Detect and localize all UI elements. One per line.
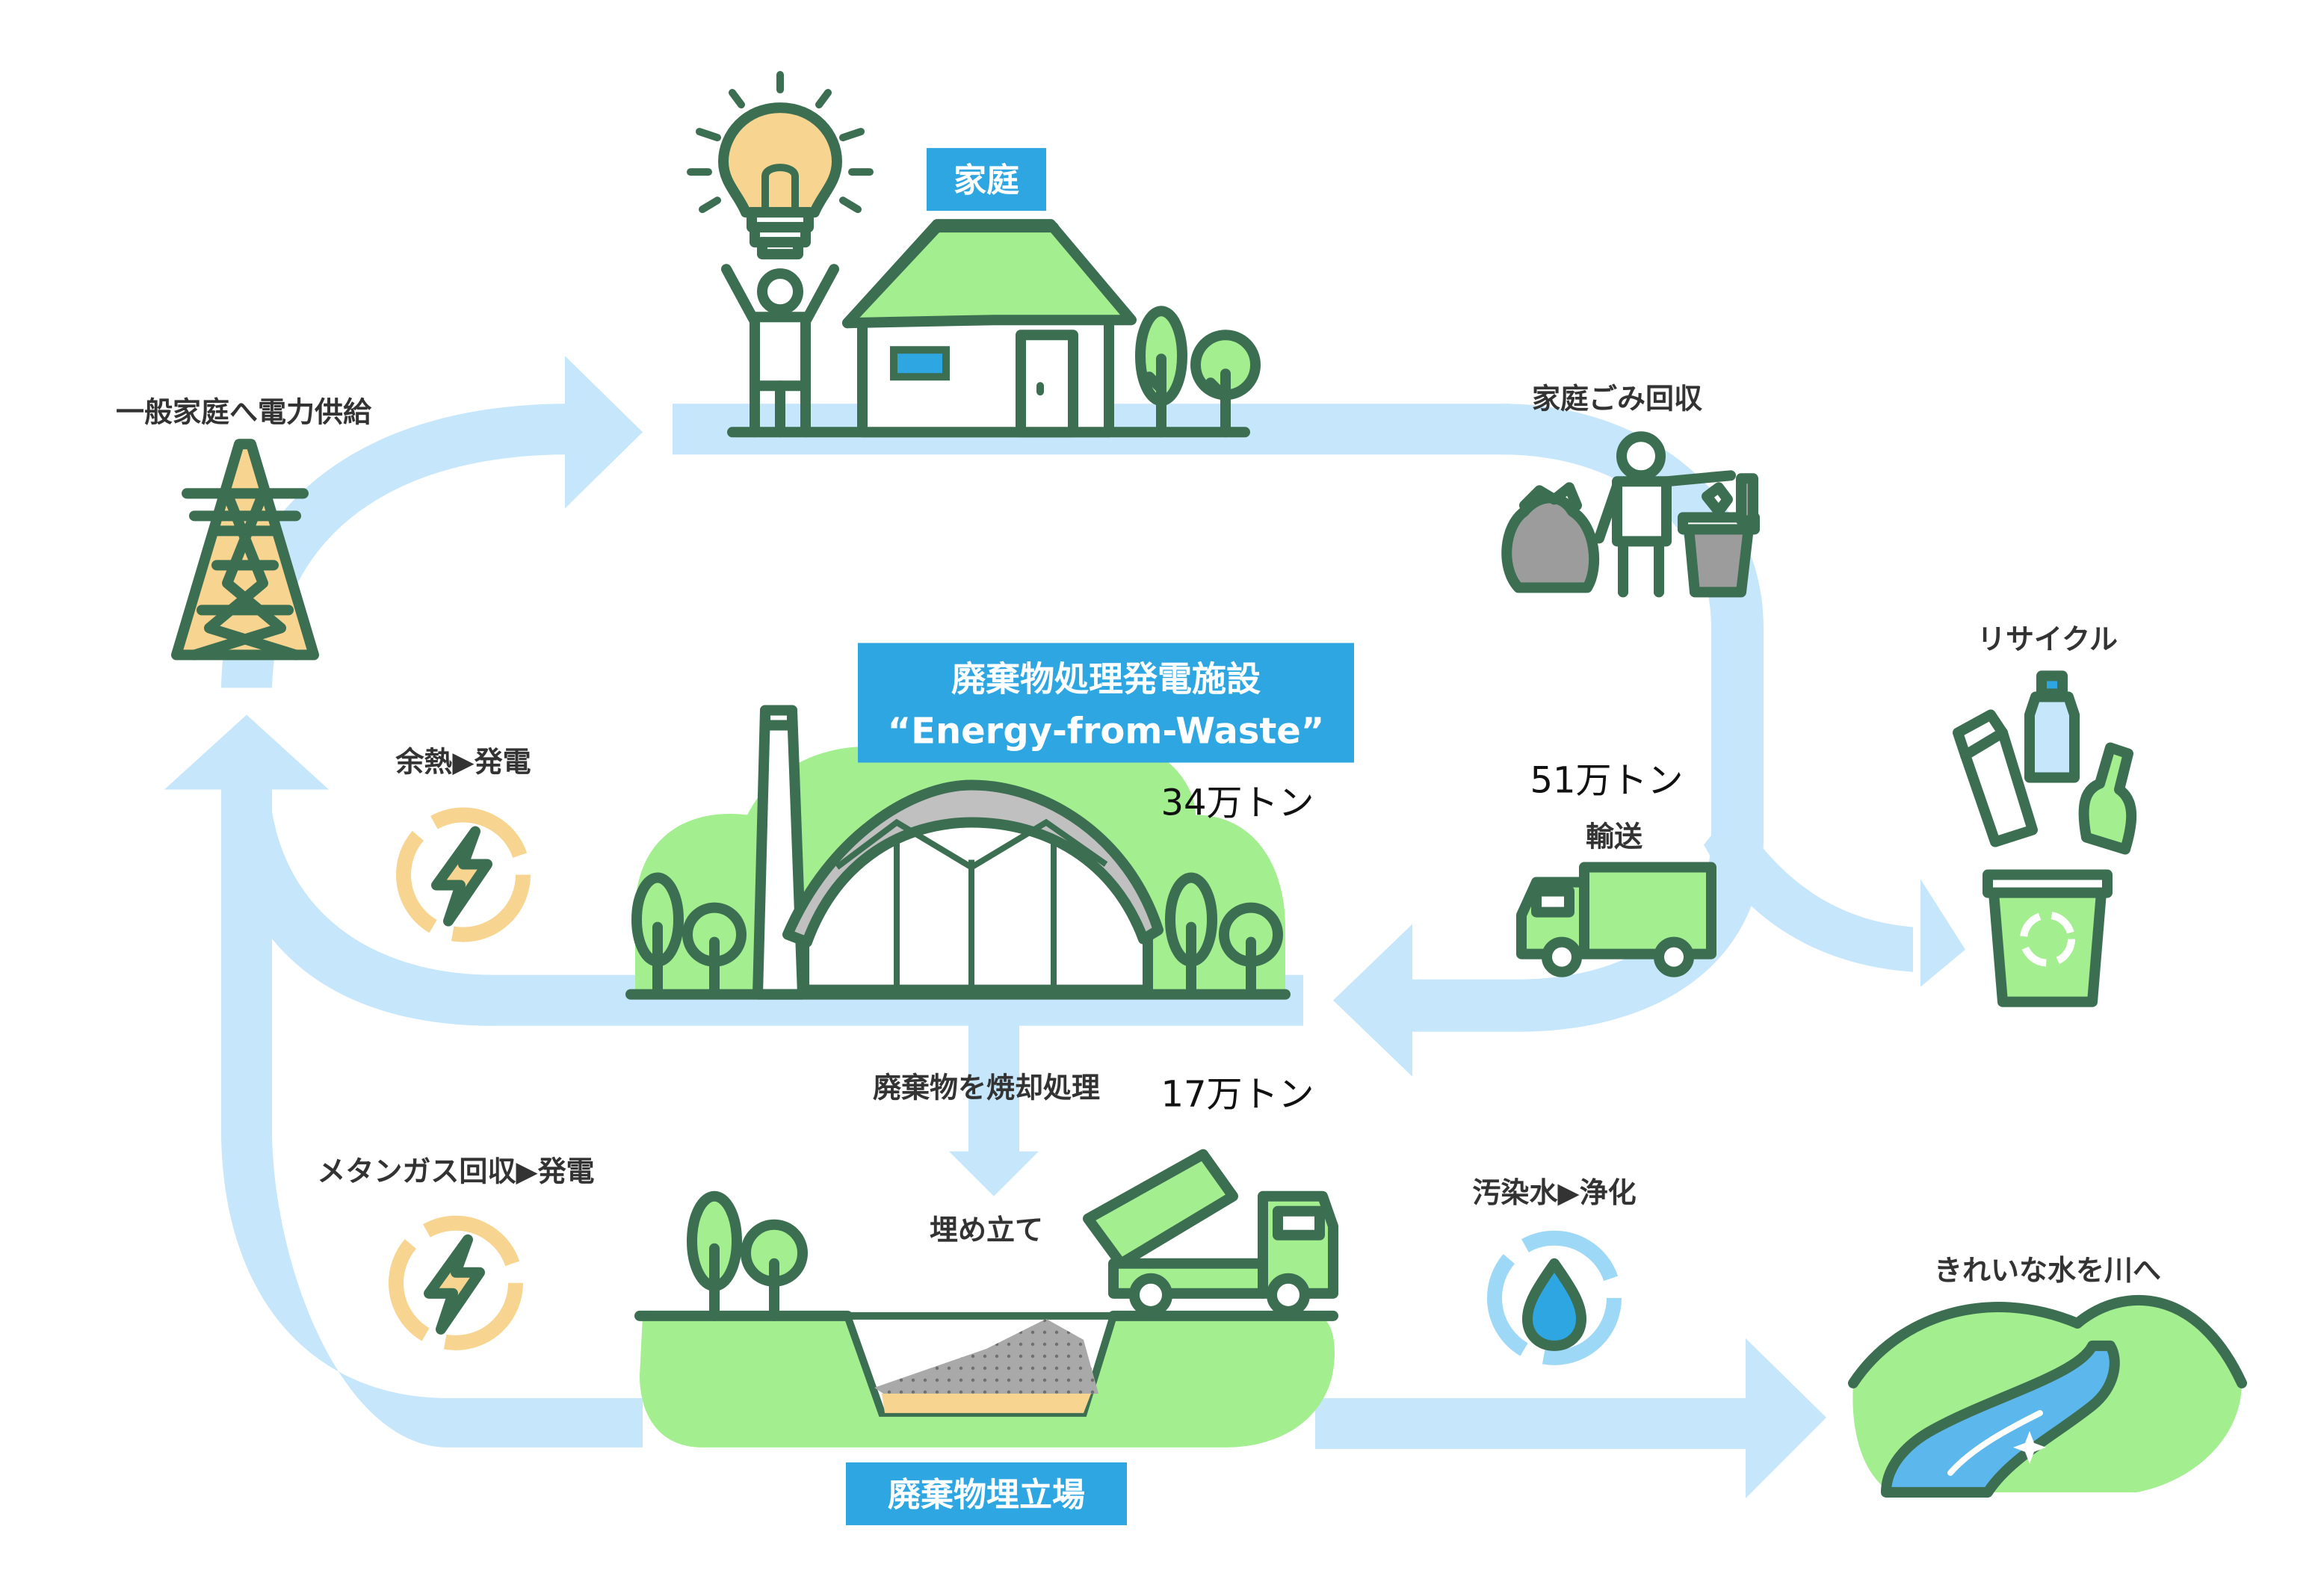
landfill-badge: [846, 1462, 1127, 1525]
energy-cycle-icon: [396, 807, 531, 942]
household-label: 家庭: [954, 161, 1019, 200]
flow-arrowhead-down: [949, 1151, 1039, 1196]
garbage-truck-icon: [1516, 862, 1716, 977]
water-cycle-icon: [1487, 1230, 1622, 1365]
house-icon: [842, 219, 1137, 438]
methane-power-label: メタンガス回収▶発電: [317, 1155, 594, 1188]
landfill-pit-icon: [634, 1190, 1338, 1448]
tree-icon: [1190, 330, 1261, 438]
dump-truck-icon: [1083, 1149, 1338, 1317]
flow-arrows: [164, 356, 1965, 1498]
flow-landfill-to-river: [1315, 1397, 1749, 1449]
garbage-bag-icon: [1501, 482, 1600, 593]
transport-label: 輸送: [1586, 821, 1642, 853]
flow-plant-to-landfill: [968, 1022, 1019, 1158]
waste-collection-label: 家庭ごみ回収: [1532, 382, 1702, 415]
landfill-amount: 17万トン: [1161, 1074, 1314, 1116]
plant-label-line2: “Energy-from-Waste”: [888, 710, 1325, 752]
river-hills-icon: [1848, 1294, 2247, 1498]
water-purify-label: 汚染水▶浄化: [1472, 1176, 1636, 1209]
light-bulb-icon: [687, 71, 874, 260]
energy-cycle-icon: [389, 1215, 523, 1350]
recycling-bin-icon: [1982, 869, 2113, 1007]
household-scene: 家庭: [687, 71, 1261, 438]
plant-amount: 34万トン: [1161, 782, 1314, 824]
power-tower-icon: [171, 439, 319, 661]
recycle-label: リサイクル: [1977, 622, 2118, 655]
incineration-plant-icon: [625, 705, 1291, 1000]
plant-label-line1: 廃棄物処理発電施設: [951, 658, 1261, 699]
flow-arrowhead-to-recycle: [1920, 879, 1965, 987]
flow-arrowhead-to-plant: [1333, 924, 1412, 1077]
transport-amount: 51万トン: [1530, 759, 1683, 801]
plant-badge: [858, 643, 1354, 763]
flow-arrowhead-up-left: [164, 714, 329, 790]
power-supply-label: 一般家庭へ電力供給: [116, 395, 372, 428]
tree-icon: [1135, 306, 1187, 438]
flow-arrowhead-to-river: [1746, 1338, 1826, 1498]
plastic-bottle-icon: [2024, 670, 2080, 783]
flow-landfill-left-loop: [221, 777, 643, 1448]
person-throwing-trash-icon: [1594, 431, 1736, 598]
household-badge: [927, 148, 1046, 211]
milk-carton-icon: [1953, 709, 2038, 847]
incineration-label: 廃棄物を焼却処理: [873, 1072, 1100, 1105]
landfill-fill-label: 埋め立て: [930, 1214, 1043, 1246]
person-raising-arms-icon: [721, 264, 839, 438]
flow-recycle-branch: [1704, 807, 1913, 972]
heat-power-label: 余熱▶発電: [395, 745, 531, 778]
clean-water-label: きれいな水を川へ: [1934, 1254, 2161, 1287]
trash-bin-icon: [1678, 473, 1760, 598]
landfill-site-label: 廃棄物埋立場: [888, 1476, 1085, 1514]
flow-arrowhead-to-home: [565, 356, 643, 509]
glass-bottle-icon: [2078, 742, 2137, 855]
